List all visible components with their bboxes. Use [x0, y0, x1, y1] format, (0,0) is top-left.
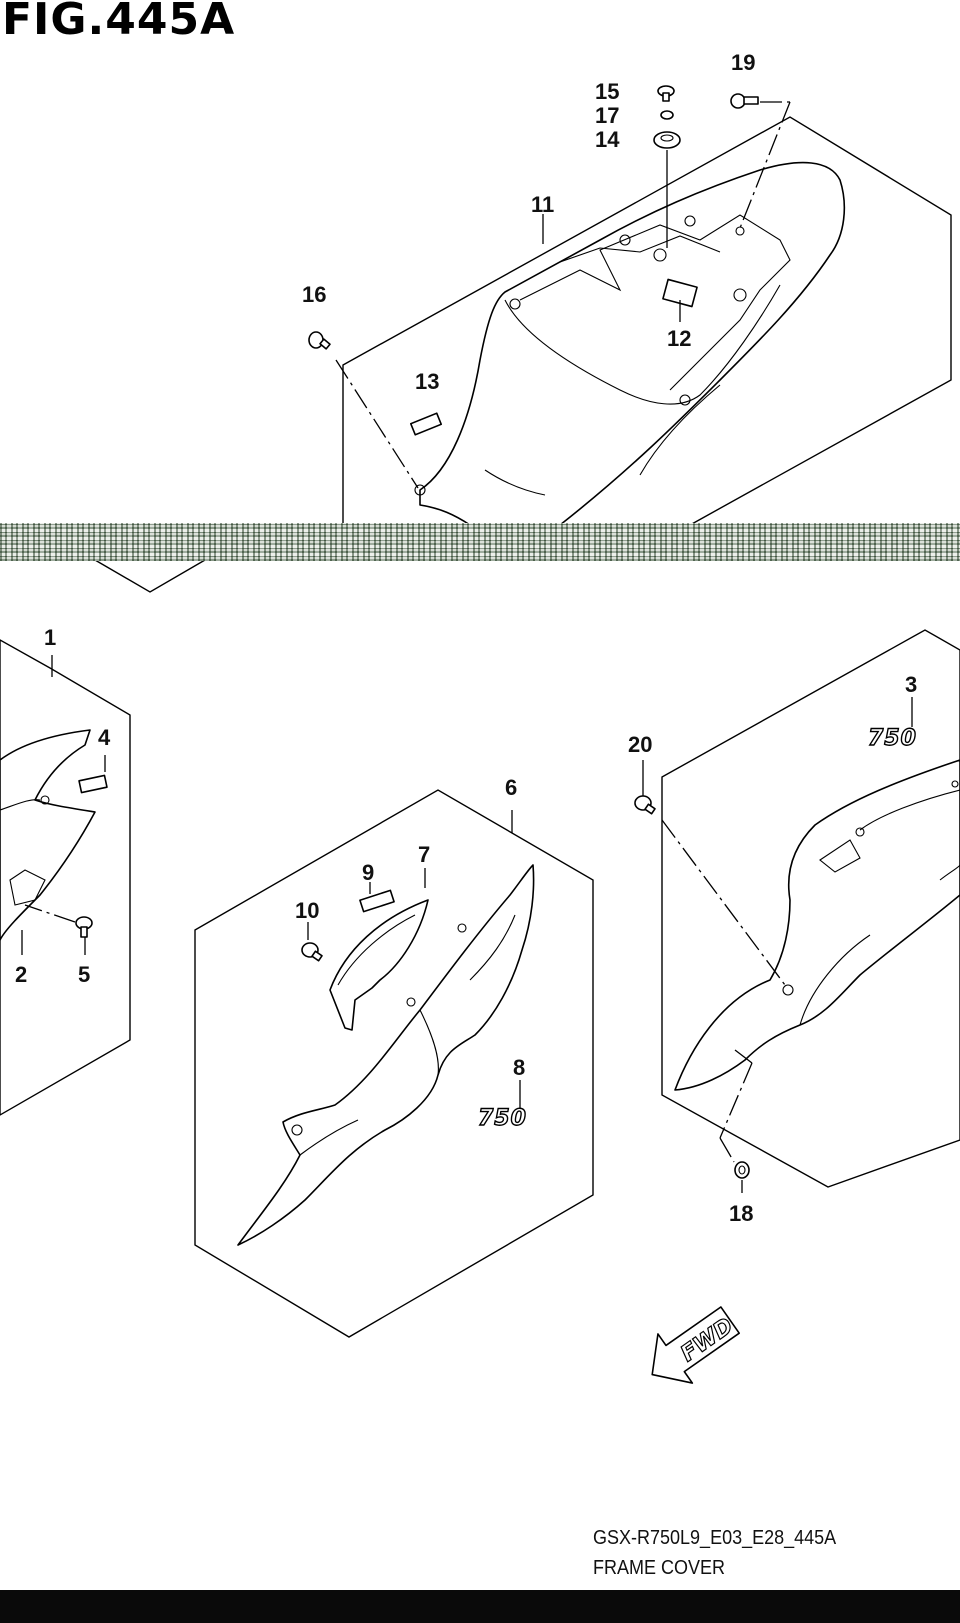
label-sticker-12 — [662, 278, 698, 308]
grommet-14-icon — [653, 131, 681, 149]
label-sticker-13 — [409, 412, 443, 436]
figure-title: FIG.445A — [2, 0, 236, 45]
callout-5: 5 — [78, 962, 90, 987]
label-sticker-4 — [78, 774, 108, 794]
callout-13: 13 — [415, 369, 439, 394]
badge-750-3: 750 — [868, 726, 917, 751]
center-frame-cover-6[interactable] — [237, 864, 535, 1246]
callout-7: 7 — [418, 842, 430, 867]
callout-labels: 1 2 3 4 5 6 7 8 9 10 11 12 13 14 15 16 1… — [15, 50, 917, 1226]
tail-cover-group — [308, 85, 952, 526]
callout-3: 3 — [905, 672, 917, 697]
callout-4: 4 — [98, 725, 111, 750]
callout-17: 17 — [595, 103, 619, 128]
callout-8: 8 — [513, 1055, 525, 1080]
group-outline-right — [661, 629, 960, 1188]
callout-20: 20 — [628, 732, 652, 757]
screw-10-icon — [301, 942, 323, 962]
washer-17-icon — [660, 110, 674, 120]
screw-15-icon — [657, 85, 675, 102]
inner-panel-7[interactable] — [329, 899, 429, 1031]
bottom-bar — [0, 1590, 960, 1623]
callout-10: 10 — [295, 898, 319, 923]
group-outline-fragment — [94, 559, 206, 593]
screw-20-icon — [634, 795, 656, 815]
group-outline-left — [0, 639, 131, 1116]
callout-18: 18 — [729, 1201, 753, 1226]
group-outline-center — [194, 789, 594, 1338]
model-code: GSX-R750L9_E03_E28_445A — [593, 1527, 837, 1549]
fwd-arrow-icon: FWD — [651, 1306, 741, 1384]
left-frame-cover-group — [0, 639, 131, 1116]
right-frame-cover-group: 750 — [634, 629, 960, 1193]
center-frame-cover-group: 750 — [194, 789, 594, 1338]
callout-19: 19 — [731, 50, 755, 75]
callout-12: 12 — [667, 326, 691, 351]
scan-artifact-band — [0, 523, 960, 561]
callout-1: 1 — [44, 625, 56, 650]
screw-16-icon — [308, 331, 331, 350]
grommet-18-icon — [734, 1161, 750, 1179]
figure-name: FRAME COVER — [593, 1557, 726, 1579]
screw-5-icon — [75, 916, 93, 938]
callout-6: 6 — [505, 775, 517, 800]
label-sticker-9 — [359, 889, 395, 913]
callout-11: 11 — [531, 192, 554, 217]
right-frame-cover[interactable] — [674, 759, 960, 1091]
callout-9: 9 — [362, 860, 374, 885]
callout-15: 15 — [595, 79, 619, 104]
bolt-19-icon — [730, 93, 759, 109]
left-frame-cover[interactable] — [0, 729, 96, 941]
callout-14: 14 — [595, 127, 620, 152]
callout-16: 16 — [302, 282, 326, 307]
seat-tail-cover[interactable] — [419, 161, 846, 526]
badge-750-8: 750 — [478, 1106, 527, 1131]
callout-2: 2 — [15, 962, 27, 987]
